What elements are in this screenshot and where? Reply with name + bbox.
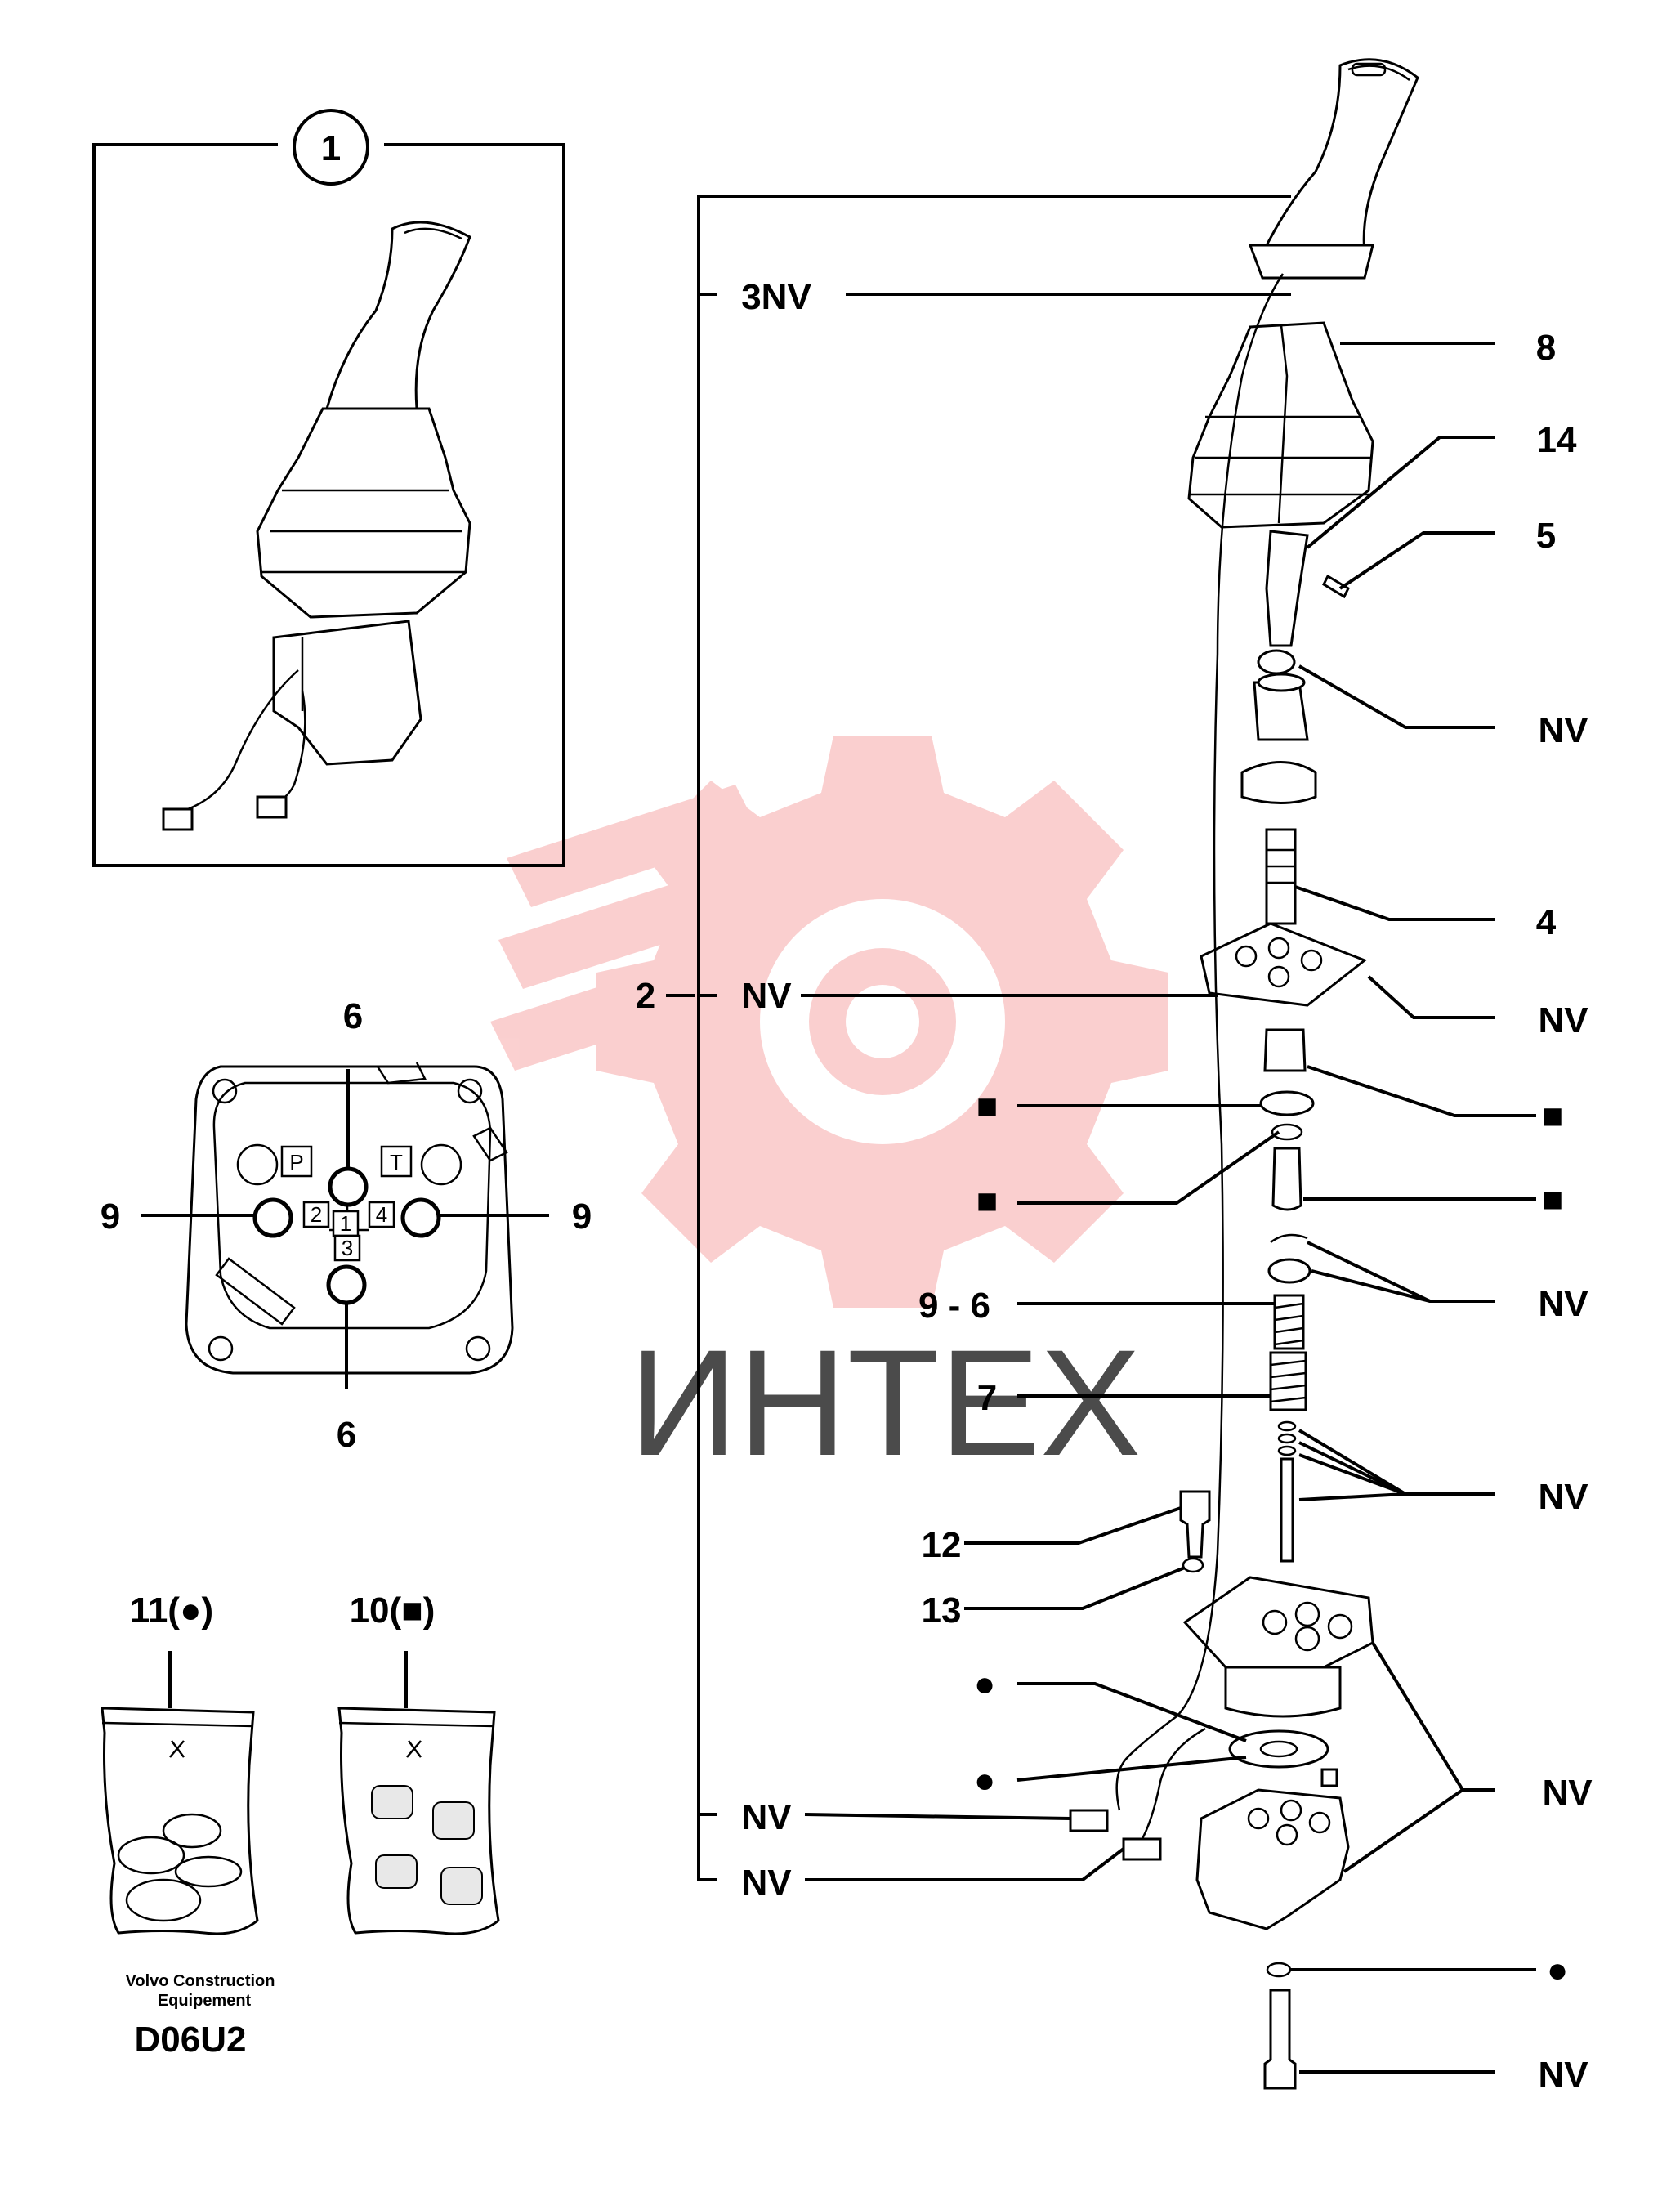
kit-11-label: 11(●)	[130, 1590, 213, 1631]
clip-callout: NV	[1538, 1284, 1588, 1324]
clip-part	[1270, 1233, 1308, 1244]
port-4-label: 4	[376, 1202, 387, 1227]
port-top-callout: 6	[343, 996, 363, 1036]
cap-part	[1240, 761, 1317, 804]
port-3-label: 3	[342, 1236, 353, 1260]
spring-large-part	[1269, 1351, 1307, 1411]
seal-right-callout: ■	[1542, 1096, 1564, 1136]
valve-housing-part	[1182, 1576, 1374, 1718]
pin-part	[1322, 574, 1350, 599]
kit-10-label: 10(■)	[350, 1590, 436, 1631]
cable	[1115, 273, 1285, 1811]
nut-callout: NV	[1538, 710, 1588, 750]
pin-callout: 5	[1536, 516, 1556, 556]
port-p-label: P	[289, 1150, 303, 1174]
port-left-callout: 9	[101, 1197, 120, 1237]
gasket-part	[1228, 1729, 1329, 1769]
washer-part	[1182, 1557, 1204, 1573]
screw-callout: 12	[922, 1525, 962, 1565]
spring-small-part	[1273, 1294, 1305, 1350]
connector-b	[1122, 1837, 1162, 1861]
plate-left-callout: NV	[741, 976, 792, 1016]
inset-assembled-joystick: 1	[92, 109, 565, 867]
bottom-oring-part	[1266, 1962, 1292, 1978]
bottom-oring-callout: ●	[1547, 1950, 1569, 1990]
guide-part	[1263, 1028, 1307, 1072]
company-line-1: Volvo Construction	[126, 1972, 275, 1990]
base-body-part	[1195, 1788, 1350, 1930]
port-left-ring	[252, 1197, 293, 1238]
inset-number: 1	[321, 128, 341, 168]
plate-left-number: 2	[636, 976, 655, 1016]
port-right-callout: 9	[572, 1197, 592, 1237]
watermark-gear-icon	[490, 736, 1168, 1308]
plunger-part	[1265, 828, 1297, 925]
rod-part	[1280, 1457, 1294, 1563]
connector-a-callout: NV	[741, 1797, 792, 1837]
port-bottom-ring	[326, 1264, 367, 1305]
washers-callout: NV	[1538, 1477, 1588, 1517]
boot-part	[1187, 321, 1374, 529]
boot-callout: 8	[1536, 328, 1556, 368]
kit-bag-11	[101, 1651, 259, 1935]
seal-left-callout: ■	[976, 1086, 999, 1126]
plate-right-callout: NV	[1538, 1000, 1588, 1040]
diagram-code: D06U2	[135, 2020, 247, 2060]
bolt-part	[1263, 1989, 1297, 2090]
piston-part	[1271, 1147, 1302, 1211]
lever-part	[1265, 530, 1309, 647]
port-top-ring	[328, 1166, 369, 1207]
plunger-callout: 4	[1536, 902, 1557, 942]
lever-callout: 14	[1537, 420, 1577, 460]
spring-b-callout: 7	[977, 1378, 997, 1418]
oring-part	[1271, 1123, 1303, 1141]
bolt-callout: NV	[1538, 2055, 1588, 2095]
kit-bag-10	[337, 1651, 500, 1935]
washer-callout: 13	[922, 1590, 962, 1631]
connector-b-callout: NV	[741, 1863, 792, 1903]
port-right-ring	[400, 1197, 441, 1238]
assembly-bracket	[697, 195, 1291, 1881]
handle-callout: 3NV	[741, 277, 811, 317]
valve-port-face: P T 1 2 4 3	[141, 1062, 549, 1389]
handle-part	[1248, 58, 1419, 280]
nut-part	[1253, 649, 1309, 741]
spring-a-callout: 9 - 6	[918, 1286, 990, 1326]
watermark-text: ИНТЕХ	[629, 1319, 1141, 1487]
screw-part	[1179, 1490, 1211, 1559]
port-2-label: 2	[311, 1202, 322, 1227]
oring-left-callout: ■	[976, 1181, 999, 1221]
company-line-2: Equipement	[158, 1992, 252, 2010]
connector-a	[1069, 1809, 1109, 1832]
seal-part	[1259, 1090, 1315, 1116]
piston-right-callout: ■	[1542, 1179, 1564, 1219]
body-callout: NV	[1542, 1773, 1593, 1813]
port-1-label: 1	[340, 1211, 351, 1236]
port-t-label: T	[390, 1150, 403, 1174]
port-bottom-callout: 6	[337, 1415, 356, 1455]
gasket-bottom-callout: ●	[974, 1760, 996, 1801]
gasket-top-callout: ●	[974, 1664, 996, 1704]
plate-part	[1200, 922, 1367, 1007]
